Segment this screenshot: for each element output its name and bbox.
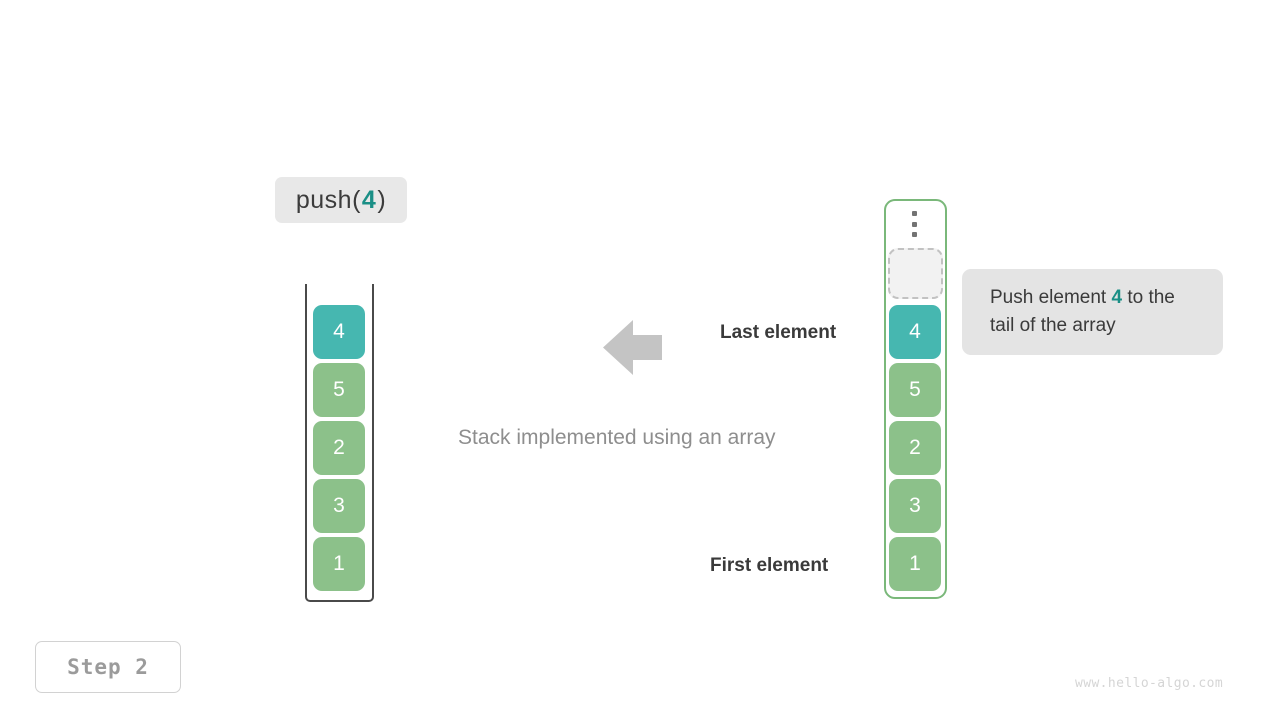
array-cell-value: 3	[909, 494, 921, 517]
array-cell: 1	[889, 537, 941, 591]
left-arrow-icon	[603, 320, 662, 375]
array-cell-pushed: 4	[889, 305, 941, 359]
array-cell: 5	[889, 363, 941, 417]
step-badge: Step 2	[35, 641, 181, 693]
array-cell: 2	[889, 421, 941, 475]
operation-chip: push(4)	[275, 177, 407, 223]
vertical-ellipsis-icon	[909, 211, 919, 237]
stack-cell-value: 5	[333, 378, 345, 401]
annotation-text-after: to the tail of the array	[990, 287, 1175, 336]
array-cell-value: 5	[909, 378, 921, 401]
annotation-highlight-value: 4	[1111, 287, 1123, 308]
stack-cell-value: 4	[333, 320, 345, 343]
stack-cell-bottom: 1	[313, 537, 365, 591]
array-cell-value: 2	[909, 436, 921, 459]
diagram-caption: Stack implemented using an array	[458, 426, 776, 449]
array-cell-value: 4	[909, 320, 921, 343]
operation-name: push	[295, 185, 353, 214]
empty-array-slot	[888, 248, 943, 299]
stack-cell-value: 2	[333, 436, 345, 459]
operation-open-paren: (	[352, 185, 361, 214]
stack-cell-value: 3	[333, 494, 345, 517]
stack-cell: 3	[313, 479, 365, 533]
annotation-text-before: Push element	[990, 287, 1112, 308]
operation-close-paren: )	[377, 185, 387, 214]
stack-cell-top: 4	[313, 305, 365, 359]
last-element-label: Last element	[720, 322, 837, 343]
stack-cell: 5	[313, 363, 365, 417]
operation-argument: 4	[361, 185, 377, 214]
stack-cell-value: 1	[333, 552, 345, 575]
first-element-label: First element	[710, 555, 829, 576]
stack-cell: 2	[313, 421, 365, 475]
watermark: www.hello-algo.com	[1075, 676, 1224, 691]
array-cell: 3	[889, 479, 941, 533]
annotation-bubble: Push element 4 to the tail of the array	[962, 269, 1223, 355]
array-cell-value: 1	[909, 552, 921, 575]
